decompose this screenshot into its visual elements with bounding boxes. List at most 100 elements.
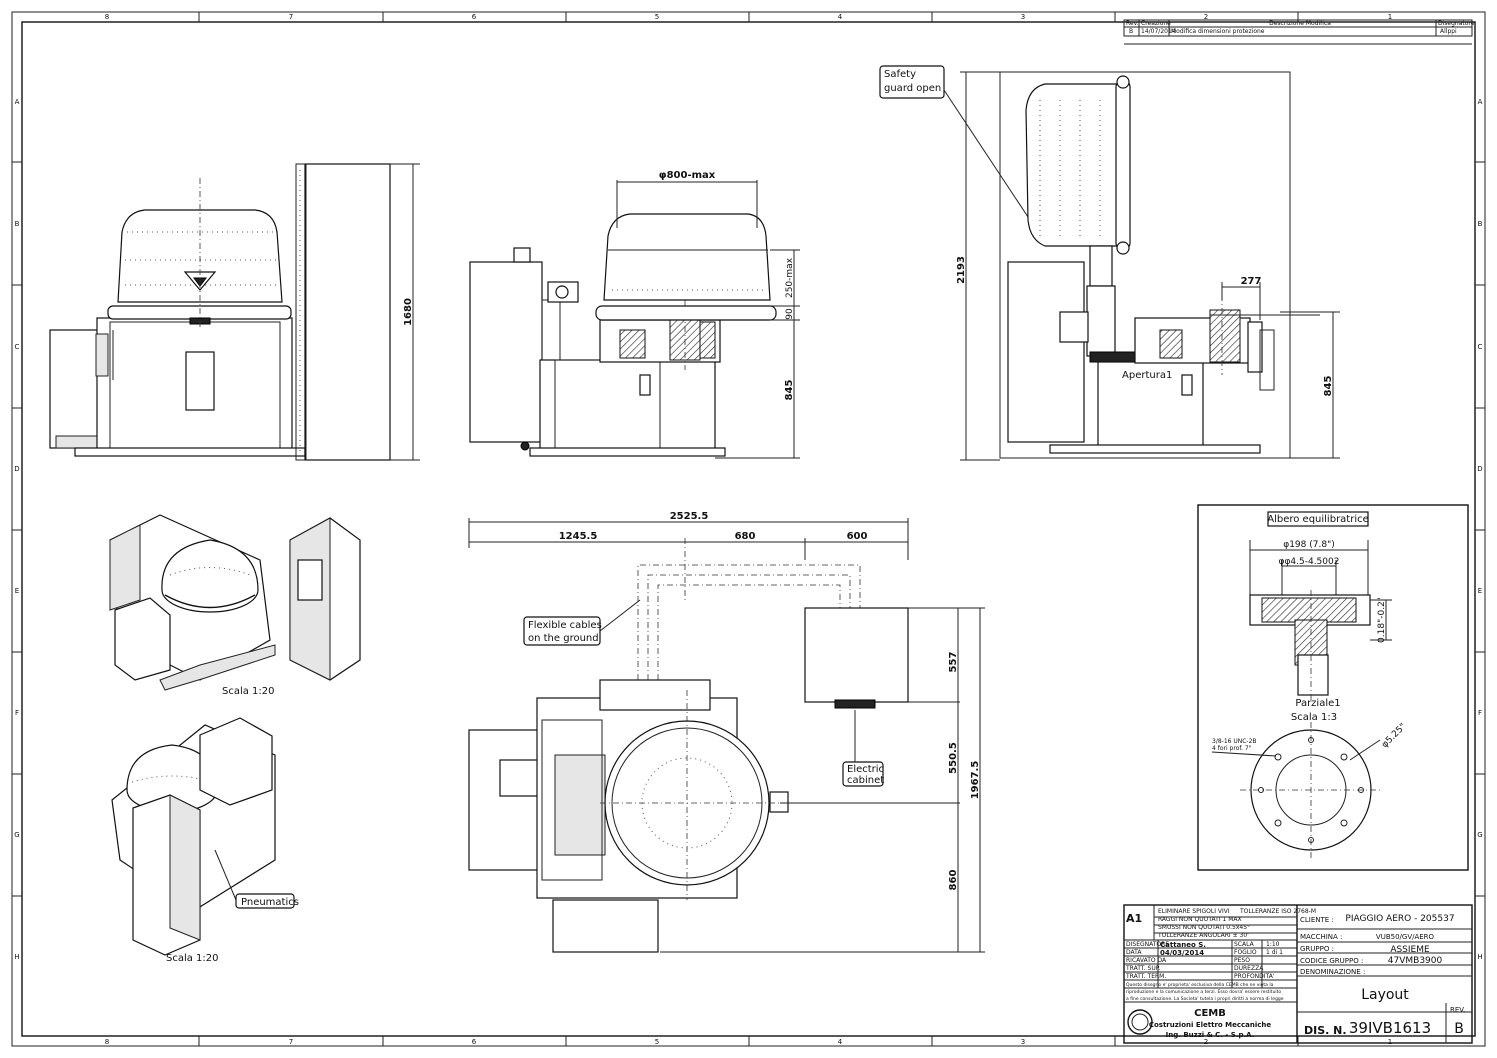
detail-partial: Parziale1 (1295, 698, 1340, 709)
dim-plan-total: 2525.5 (670, 511, 709, 522)
tb-macchina: VUB50/GV/AERO (1376, 933, 1435, 941)
tb-label-foglio: FOGLIO (1234, 949, 1257, 956)
iso-top-scale: Scala 1:20 (222, 686, 275, 697)
col-label: 1 (1388, 1038, 1392, 1046)
dim-right-845: 845 (1323, 376, 1334, 397)
tb-label-term: TRATT. TERM. (1125, 973, 1166, 980)
detail-dim-198: φ198 (7.8") (1283, 540, 1334, 550)
col-label: 2 (1204, 13, 1208, 21)
col-label: 1 (1388, 13, 1392, 21)
tb-denominazione: Layout (1361, 987, 1409, 1003)
tb-label-codice: CODICE GRUPPO : (1300, 957, 1363, 965)
dim-right-277: 277 (1241, 276, 1262, 287)
col-label: 2 (1204, 1038, 1208, 1046)
rev-row-date: 14/07/2014 (1141, 28, 1176, 35)
detail-scale: Scala 1:3 (1291, 712, 1337, 723)
row-label: C (1478, 343, 1483, 351)
dim-plan-1967: 1967.5 (970, 761, 981, 800)
dim-right-height: 2193 (956, 256, 967, 284)
label-apertura: Apertura1 (1122, 370, 1172, 381)
tb-label-dis: DIS. N. (1304, 1024, 1347, 1037)
tb-disclaimer-3: a fine consultazione. La Societa' tutela… (1126, 996, 1284, 1002)
dim-plan-680: 680 (735, 531, 756, 542)
col-label: 7 (289, 1038, 293, 1046)
tb-label-rilevato: RICAVATO DA (1126, 957, 1167, 964)
rev-row-rev: B (1129, 28, 1133, 35)
tb-foglio: 1 di 1 (1266, 949, 1283, 956)
drawing-border: 8 7 6 5 4 3 2 1 8 7 6 5 4 3 2 1 A B C D … (11, 11, 1486, 1047)
dim-plan-1245: 1245.5 (559, 531, 598, 542)
tb-codice: 47VMB3900 (1388, 956, 1443, 966)
row-label: B (15, 220, 20, 228)
tb-disegnatore: Cattaneo S. (1160, 941, 1206, 949)
tb-label-scala: SCALA (1234, 941, 1255, 948)
callout-cabinet-line1: Electric (847, 764, 884, 775)
tb-label-durezza: DUREZZA (1234, 965, 1264, 972)
label-pneumatics: Pneumatics (241, 897, 299, 908)
tb-disclaimer-2: riproduzione e la comunicazione a terzi.… (1126, 989, 1281, 995)
col-label: 3 (1021, 1038, 1025, 1046)
tb-cliente: PIAGGIO AERO - 205537 (1345, 914, 1454, 924)
cemb-logo-icon (1127, 1009, 1153, 1035)
row-label: A (1478, 98, 1483, 106)
tb-format: A1 (1126, 912, 1142, 925)
detail-dim-45: φφ4.5-4.5002 (1279, 557, 1340, 567)
callout-cabinet-line2: cabinet (847, 775, 884, 786)
tb-company-line1: Costruzioni Elettro Meccaniche (1149, 1021, 1272, 1029)
row-label: H (14, 953, 19, 961)
dim-plan-557: 557 (948, 652, 959, 673)
tb-label-data: DATA (1126, 949, 1142, 956)
col-label: 7 (289, 13, 293, 21)
revision-table: Rev. Creazione Descrizione Modifica Dise… (1123, 19, 1475, 45)
rev-header-description: Descrizione Modifica (1269, 20, 1331, 27)
col-label: 8 (105, 1038, 109, 1046)
dim-plan-860: 860 (948, 870, 959, 891)
row-label: D (1477, 465, 1482, 473)
tb-label-peso: PESO (1234, 957, 1250, 964)
callout-safety-guard-line2: guard open (884, 83, 941, 94)
col-label: 5 (655, 13, 659, 21)
tb-dis-n: 39IVB1613 (1349, 1019, 1431, 1037)
tb-label-disegnatore: DISEGNATORE (1126, 941, 1169, 948)
callout-safety-guard (879, 65, 945, 99)
tb-smussi: SMUSSI NON QUOTATI 0.5x45° (1158, 924, 1250, 931)
tb-angolari: TOLLERANZE ANGOLARI ± 30' (1157, 932, 1249, 939)
detail-title: Albero equilibratrice (1267, 514, 1369, 525)
tb-rev: B (1454, 1021, 1464, 1037)
row-label: H (1477, 953, 1482, 961)
col-label: 5 (655, 1038, 659, 1046)
front-view: 1680 (49, 163, 420, 461)
dim-side-250: 250-max (785, 257, 795, 298)
row-label: C (15, 343, 20, 351)
tb-label-rev: REV. (1450, 1006, 1465, 1014)
rev-row-drawer: Allppi (1440, 28, 1457, 35)
col-label: 8 (105, 13, 109, 21)
tb-data: 04/03/2014 (1160, 949, 1204, 957)
col-label: 3 (1021, 13, 1025, 21)
rev-header-drawer: Disegnatore (1438, 20, 1475, 27)
rev-row-description: Modifica dimensioni protezione (1171, 28, 1265, 35)
tb-tolleranze-ref: TOLLERANZE ISO 2768-M (1239, 908, 1316, 915)
tb-disclaimer-1: Questo disegno e' proprieta' esclusiva d… (1126, 982, 1274, 988)
callout-safety-guard-line1: Safety (884, 69, 916, 80)
tb-label-profondita: PROFONDITA' (1234, 973, 1275, 980)
row-label: G (1477, 831, 1482, 839)
dim-plan-600: 600 (847, 531, 868, 542)
right-view: Safety guard open Apertura1 (879, 65, 1340, 461)
iso-view-top: Scala 1:20 (109, 514, 361, 697)
row-label: D (14, 465, 19, 473)
title-block: A1 ELIMINARE SPIGOLI VIVI TOLLERANZE ISO… (1123, 904, 1473, 1044)
row-label: F (1478, 709, 1482, 717)
col-label: 4 (838, 13, 843, 21)
dim-plan-550: 550.5 (948, 742, 959, 774)
dim-front-height: 1680 (403, 298, 414, 326)
row-label: E (1478, 587, 1482, 595)
tb-raggi: RAGGI NON QUOTATI 1 MAX (1158, 916, 1242, 923)
iso-view-bottom: Pneumatics Scala 1:20 (111, 717, 299, 964)
row-label: B (1478, 220, 1483, 228)
dim-side-diameter: φ800-max (659, 170, 716, 181)
detail-thread-2: 4 fori prof. 7" (1212, 745, 1252, 752)
col-label: 6 (472, 13, 477, 21)
tb-gruppo: ASSIEME (1390, 945, 1430, 955)
